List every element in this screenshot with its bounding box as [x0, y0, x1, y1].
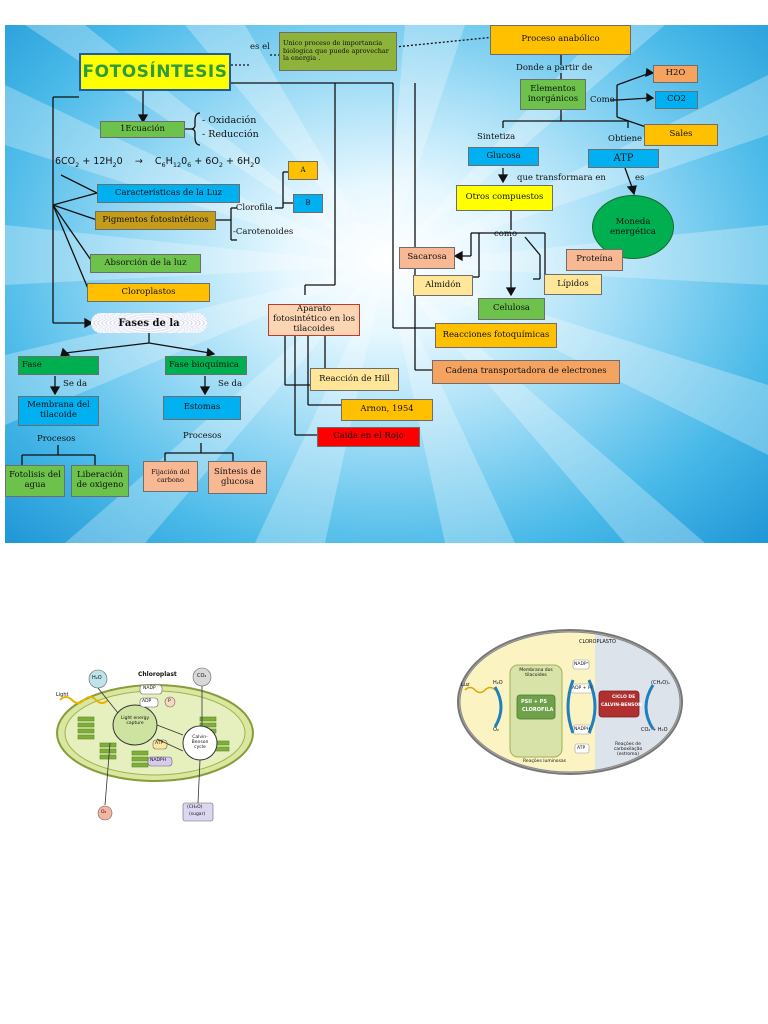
calvin-label-left: Calvin-Benson cycle — [191, 735, 209, 750]
procesos-left: Procesos — [37, 434, 76, 444]
nadph-label-right: NADPH — [574, 727, 591, 732]
chloroplast-label: Chloroplast — [138, 671, 177, 678]
reacoes-carb-label: Reações de carboxilação (estroma) — [613, 742, 643, 757]
sales-box: Sales — [644, 124, 718, 146]
arnon-box: Arnon, 1954 — [341, 399, 433, 421]
oxidacion-label: - Oxidación — [202, 115, 257, 126]
co2-h2o-label: CO₂ + H₂O — [641, 727, 668, 733]
atp-label-right: ATP — [577, 746, 586, 751]
cloroplasto-label: CLOROPLASTO — [579, 639, 616, 645]
co2-label-left: CO₂ — [197, 673, 207, 679]
arrow-icon: → — [134, 156, 143, 167]
definition-box: Unico proceso de importancia biologica q… — [279, 32, 397, 71]
psii-label: PSII + PS — [521, 699, 547, 705]
h2o-box: H2O — [653, 65, 698, 83]
nadp-label-right: NADP⁺ — [574, 662, 589, 667]
concept-map: FOTOSÍNTESIS es el Unico proceso de impo… — [5, 25, 768, 543]
chloroplast-illustration — [56, 667, 254, 822]
carotenoides-label: -Carotenoides — [233, 227, 294, 237]
light-label: Light — [56, 692, 69, 698]
reaccion-hill-box: Reacción de Hill — [310, 368, 399, 391]
se-da-right: Se da — [218, 379, 243, 389]
como-label-1: Como — [590, 95, 615, 105]
almidon-box: Almidón — [413, 275, 473, 296]
reactions-illustration — [457, 629, 683, 775]
clorofila-label: -Clorofila — [233, 203, 273, 213]
lipidos-box: Lípidos — [544, 274, 602, 295]
se-da-left: Se da — [63, 379, 88, 389]
nadph-label-left: NADPH — [150, 758, 167, 763]
caida-rojo-box: Caida en el Rojo — [317, 427, 420, 447]
fotolisis-box: Fotolisis del agua — [5, 465, 65, 497]
h2o-label-left: H₂O — [92, 675, 102, 681]
fases-box: Fases de la — [91, 313, 207, 333]
pigmentos-box: Pigmentos fotosintéticos — [95, 211, 216, 230]
clorofila-label-right: CLOROFILA — [522, 707, 554, 713]
otros-compuestos-box: Otros compuestos — [456, 185, 553, 211]
photosynthesis-equation: 6CO2 + 12H20 → C6H1206 + 6O2 + 6H20 — [55, 156, 261, 169]
chloroplast-figure-right: CLOROPLASTO Luz H₂O O₂ Membrana dos tila… — [455, 625, 685, 783]
ecuacion-box: 1Ecuación — [100, 121, 185, 138]
adp-label-left: ADP — [142, 699, 152, 704]
celulosa-box: Celulosa — [478, 298, 545, 320]
h2o-label-right: H₂O — [493, 680, 503, 686]
aparato-box: Aparato fotosintético en los tilacoides — [268, 304, 360, 336]
p-label-left: P — [168, 699, 171, 704]
reduccion-label: - Reducción — [202, 129, 259, 140]
sintetiza-label: Sintetiza — [477, 132, 516, 142]
elementos-box: Elementos inorgánicos — [520, 79, 586, 110]
atp-label-left: ATP — [155, 741, 164, 746]
que-transformara-label: que transformara en — [517, 173, 606, 183]
sugar-label: (CH₂O) — [187, 805, 203, 810]
absorcion-box: Absorción de la luz — [90, 254, 201, 273]
ciclo-label: CICLO DE — [612, 695, 636, 700]
atp-box: ATP — [588, 149, 659, 168]
fase-bioquimica-box: Fase bioquímica — [165, 356, 247, 375]
proceso-anabolico-box: Proceso anabólico — [490, 25, 631, 55]
map-title: FOTOSÍNTESIS — [79, 53, 231, 91]
membrana-box: Membrana del tilacoide — [18, 396, 99, 426]
membrana-label: Membrana dos tilacoides — [519, 668, 553, 678]
cadena-box: Cadena transportadora de electrones — [432, 360, 620, 384]
a-box: A — [288, 161, 318, 180]
como-label-2: como — [494, 229, 518, 239]
sacarosa-box: Sacarosa — [399, 247, 455, 269]
moneda-energetica: Moneda energética — [592, 195, 674, 259]
b-box: B — [293, 194, 323, 213]
fijacion-box: Fijación del carbono — [143, 461, 198, 492]
caracteristicas-box: Características de la Luz — [97, 184, 240, 203]
ch2o-label: (CH₂O)ₙ — [651, 680, 671, 686]
light-capture-label: Light energy capture — [120, 716, 150, 726]
proteina-box: Proteína — [566, 249, 623, 271]
sugar-note-label: (sugar) — [189, 812, 206, 817]
reacoes-luminosas-label: Reações luminosas — [523, 759, 567, 764]
es-label: es — [635, 173, 645, 183]
o2-label-right: O₂ — [493, 727, 499, 733]
procesos-right: Procesos — [183, 431, 222, 441]
o2-label-left: O₂ — [101, 810, 107, 815]
estomas-box: Estomas — [163, 396, 241, 420]
glucosa-box: Glucosa — [468, 147, 539, 166]
donde-partir-label: Donde a partir de — [516, 63, 593, 73]
chloroplast-figure-left: Chloroplast H₂O CO₂ Light Light energy c… — [50, 665, 260, 825]
reacciones-foto-box: Reacciones fotoquímicas — [435, 323, 557, 348]
adp-label-right: ADP + Pi — [572, 686, 592, 691]
cloroplastos-box: Cloroplastos — [87, 283, 210, 302]
es-el-label: es el — [250, 42, 270, 52]
calvin-label-right: CALVIN-BENSON — [601, 703, 642, 708]
connector-lines — [21, 36, 655, 465]
nadp-label-left: NADP — [143, 686, 156, 691]
obtiene-label: Obtiene — [608, 134, 643, 144]
luz-label: Luz — [461, 682, 470, 688]
fase-box: Fase — [18, 356, 99, 375]
sintesis-glucosa-box: Síntesis de glucosa — [208, 461, 267, 494]
liberacion-box: Liberación de oxigeno — [71, 465, 129, 497]
co2-box: CO2 — [655, 91, 698, 109]
